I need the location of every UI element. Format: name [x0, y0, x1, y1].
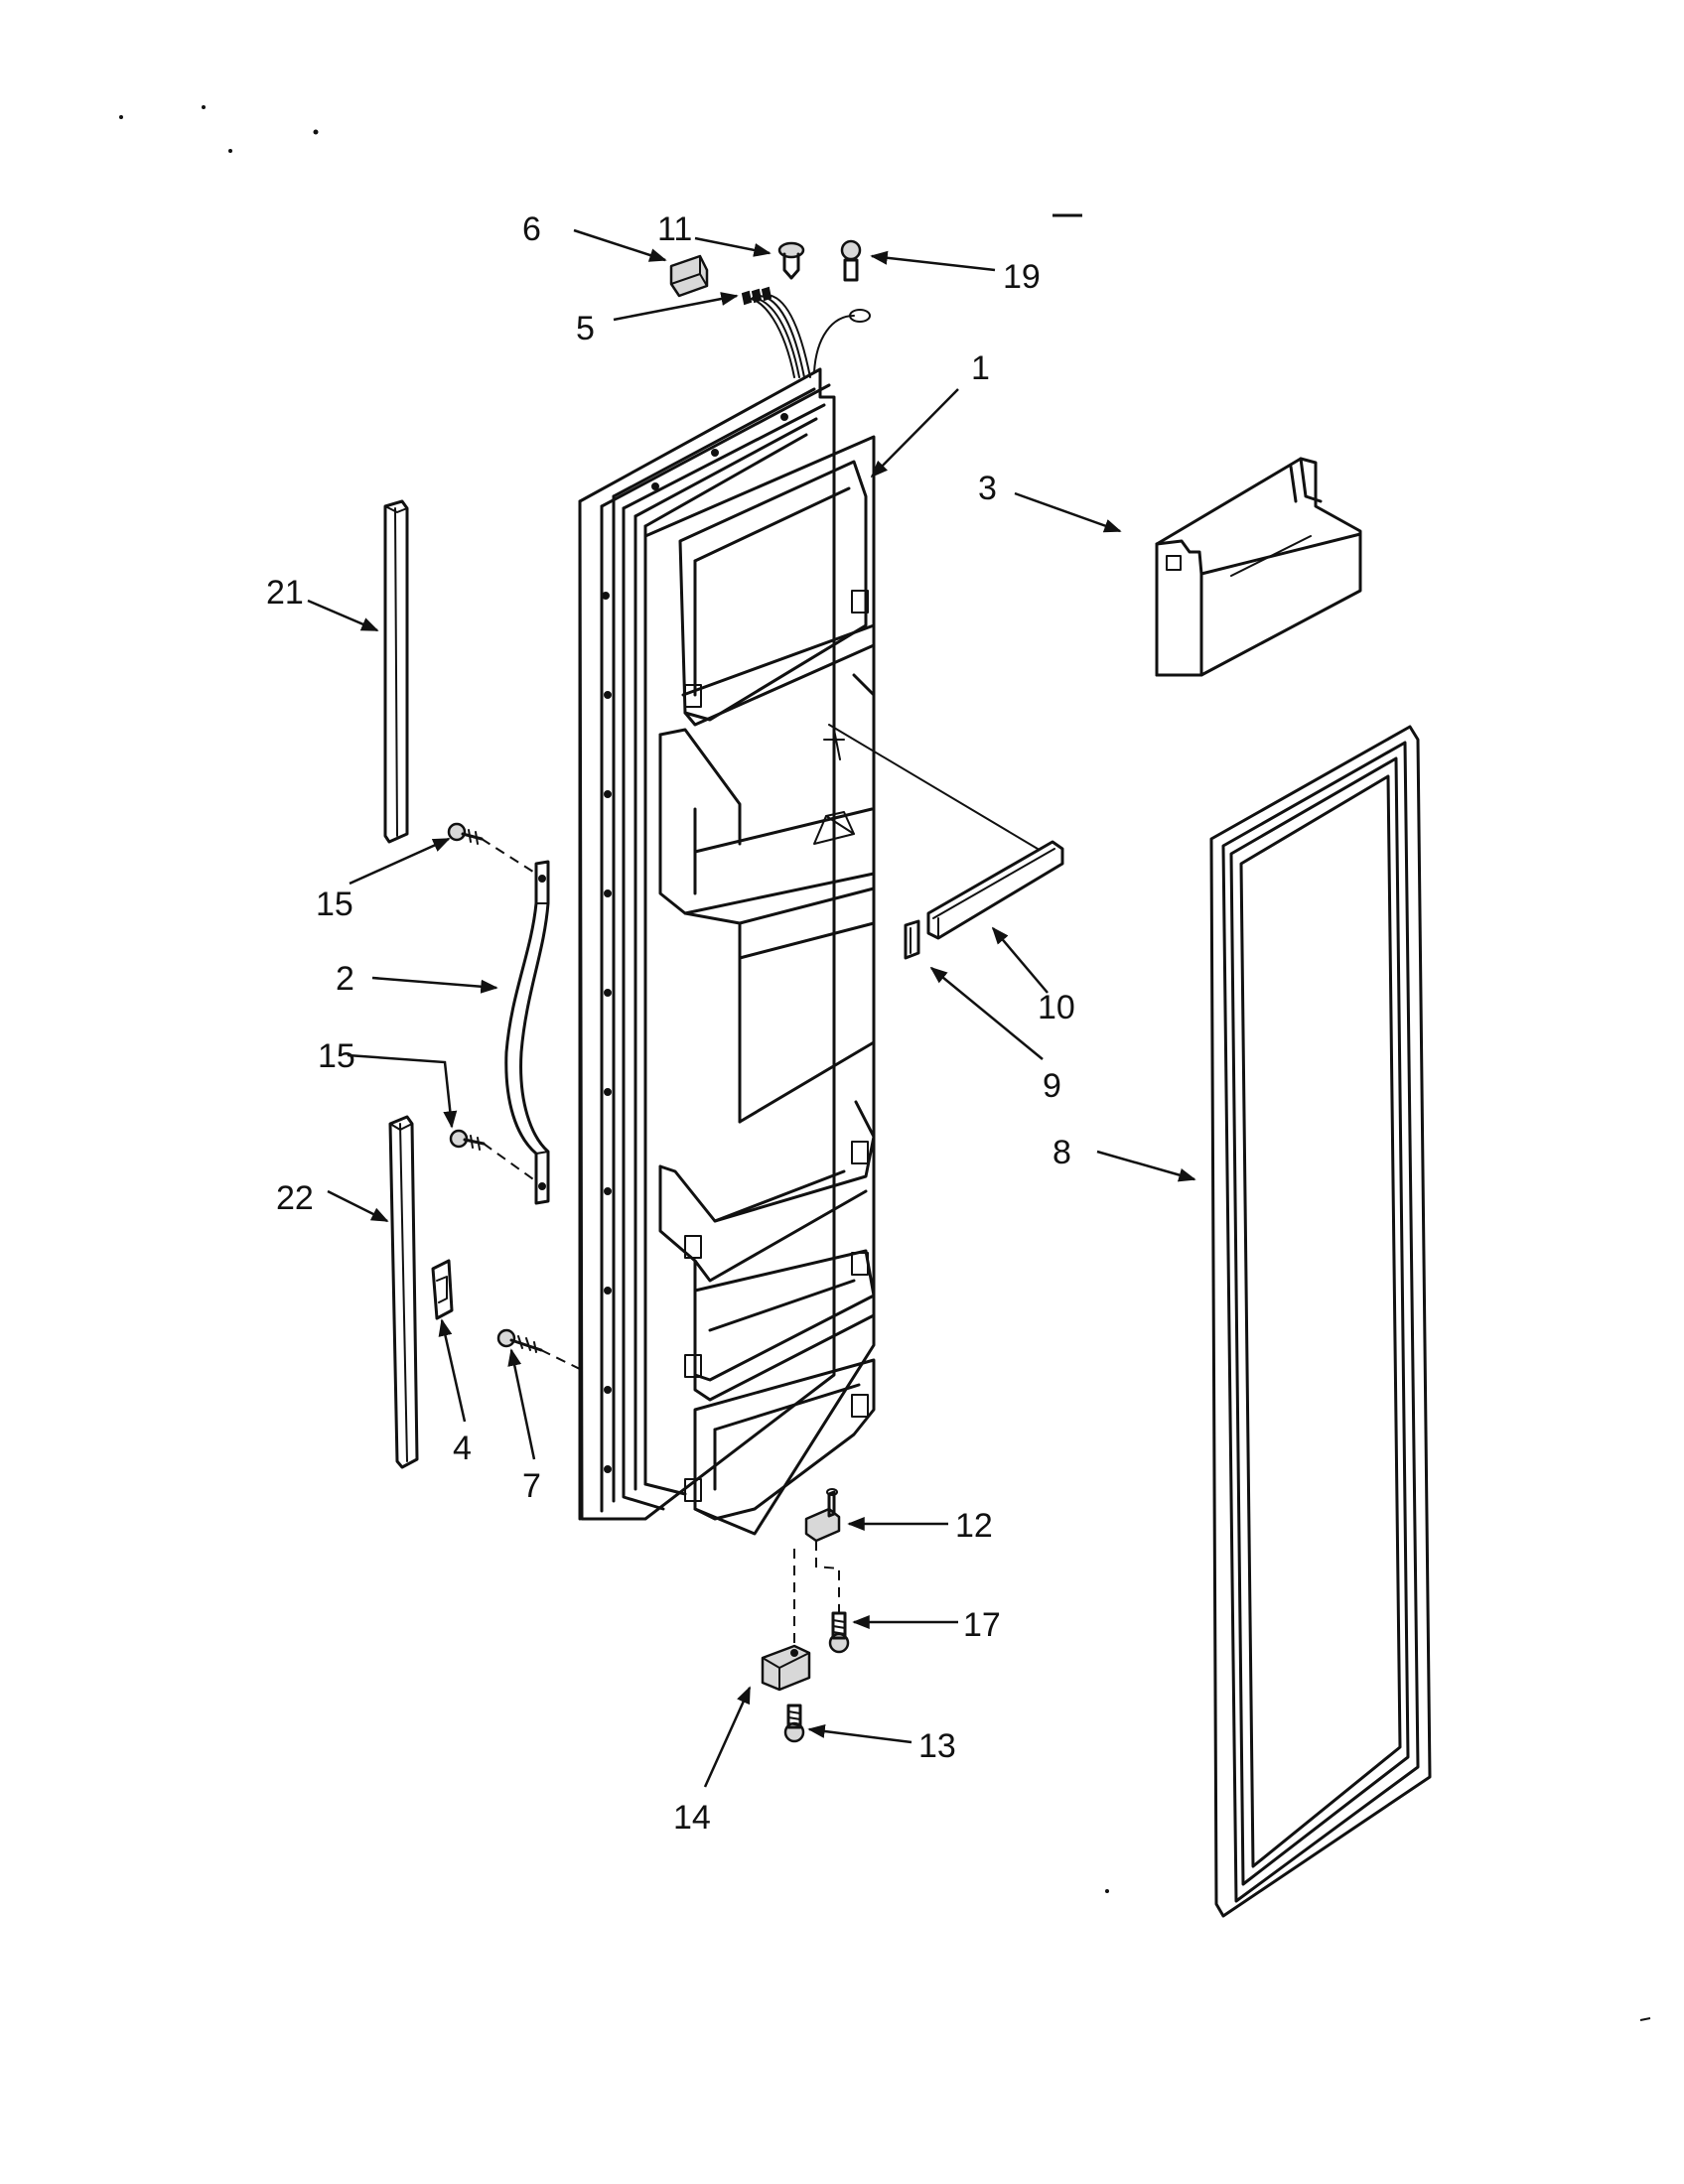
screw-15-upper [447, 822, 484, 845]
hinge-bracket-14 [761, 1644, 811, 1692]
door-gasket [1209, 725, 1432, 1918]
side-trim-21 [383, 499, 409, 844]
callout-10: 10 [1038, 989, 1075, 1026]
callout-4: 4 [453, 1430, 472, 1467]
wire-harness [741, 286, 871, 378]
callout-leaders [307, 228, 1196, 1788]
dispenser-housing [658, 673, 876, 1124]
scan-specks [119, 105, 1651, 2021]
door-edge-holes [602, 413, 788, 1473]
plug-button-11 [777, 241, 805, 280]
door-assembly [578, 367, 876, 1536]
callout-21: 21 [266, 574, 304, 612]
door-handle [504, 860, 550, 1205]
assembly-lines [481, 838, 840, 1646]
callout-19: 19 [1003, 258, 1041, 296]
callout-14: 14 [673, 1799, 711, 1837]
bracket-9 [904, 919, 920, 960]
side-trim-22 [388, 1115, 419, 1469]
callout-9: 9 [1043, 1067, 1061, 1105]
switch-part [669, 254, 709, 298]
screw-15-lower [449, 1129, 486, 1151]
callout-7: 7 [522, 1467, 541, 1505]
callout-22: 22 [276, 1179, 314, 1217]
callout-2: 2 [336, 960, 354, 998]
door-shelf [1155, 457, 1362, 677]
screw-13 [783, 1704, 805, 1743]
bottom-door-bin [684, 1358, 876, 1521]
callout-8: 8 [1052, 1134, 1071, 1171]
top-door-bin [678, 460, 876, 727]
middle-door-bin [658, 1100, 876, 1293]
screw-7 [496, 1328, 543, 1353]
callout-15-lower: 15 [318, 1037, 355, 1075]
clip-part [431, 1259, 454, 1320]
hinge-12 [804, 1488, 841, 1543]
screw-17 [828, 1611, 850, 1654]
screw-19 [840, 239, 862, 282]
callout-13: 13 [918, 1727, 956, 1765]
callout-labels: 6 11 19 5 1 3 21 15 10 2 15 9 8 22 4 7 1… [266, 210, 1075, 1837]
callout-1: 1 [971, 349, 990, 387]
callout-12: 12 [955, 1507, 993, 1545]
callout-15-upper: 15 [316, 886, 353, 923]
lower-door-bin [684, 1249, 876, 1402]
callout-3: 3 [978, 470, 997, 507]
callout-5: 5 [576, 310, 595, 347]
callout-11: 11 [657, 210, 692, 248]
trim-rail-10 [828, 724, 1064, 940]
callout-6: 6 [522, 210, 541, 248]
callout-17: 17 [963, 1606, 1001, 1644]
